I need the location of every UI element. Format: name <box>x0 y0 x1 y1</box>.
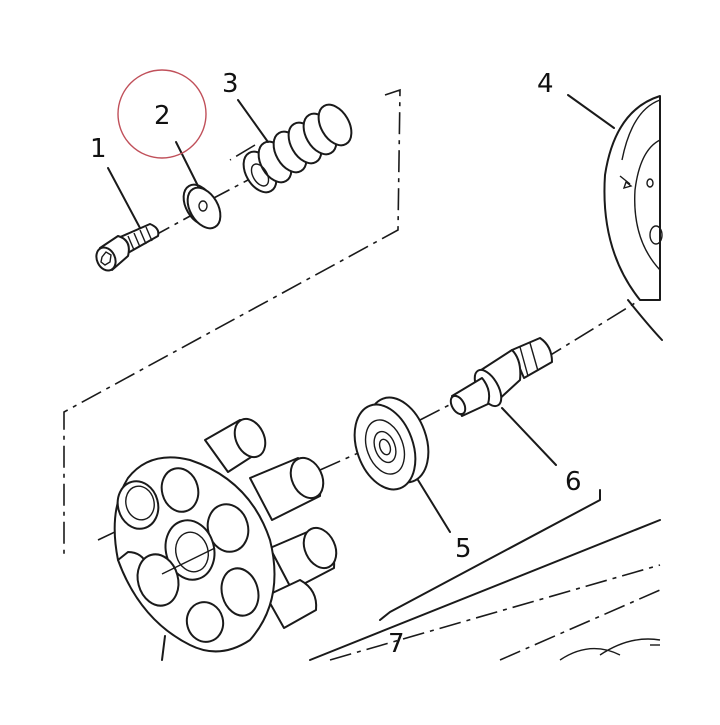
washer <box>182 183 222 230</box>
callout-labels: 1 2 3 4 5 6 7 <box>90 69 582 659</box>
callout-label-5: 5 <box>455 534 472 564</box>
housing <box>603 95 663 341</box>
assembly-outline <box>63 88 401 555</box>
callout-label-2: 2 <box>154 101 171 131</box>
lower-right-assembly-lines <box>309 489 661 661</box>
callout-label-3: 3 <box>222 69 239 99</box>
piston-block-assembly <box>113 417 338 661</box>
highlight-circle <box>117 69 207 159</box>
leader-lines <box>107 94 615 533</box>
callout-label-6: 6 <box>565 467 582 497</box>
callout-label-4: 4 <box>537 69 554 99</box>
callout-label-7: 7 <box>388 629 405 659</box>
bearing <box>353 396 430 491</box>
shaft-pin <box>449 337 553 417</box>
socket-head-screw <box>95 223 160 272</box>
spring <box>242 103 353 194</box>
callout-label-1: 1 <box>90 134 107 164</box>
